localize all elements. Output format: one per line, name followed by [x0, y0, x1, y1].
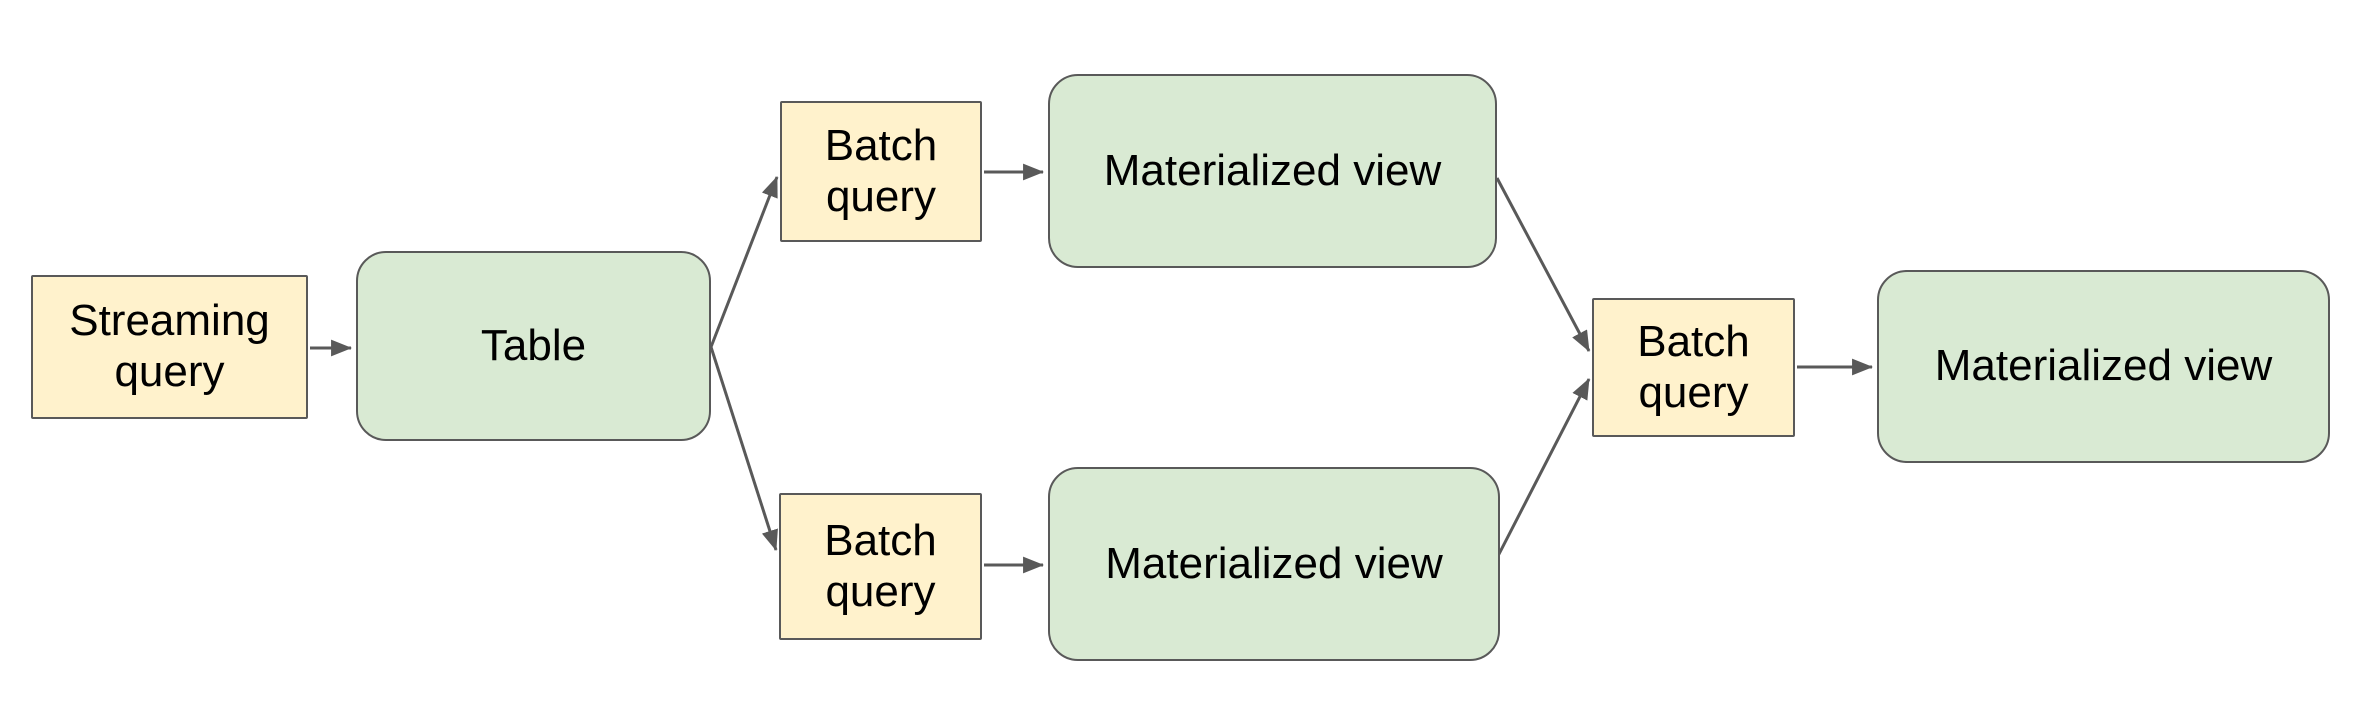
node-materialized-view-final: Materialized view [1877, 270, 2330, 463]
edge-table-to-batch-bottom [709, 346, 778, 551]
node-label: Table [480, 320, 587, 370]
node-batch-query-top: Batch query [780, 101, 982, 242]
node-label: Batch query [824, 120, 938, 221]
node-label: Materialized view [1105, 538, 1443, 588]
node-label: Materialized view [1934, 341, 2273, 391]
edge-mv-top-to-batch-final [1495, 177, 1591, 352]
node-batch-query-bottom: Batch query [779, 493, 982, 640]
node-materialized-view-bottom: Materialized view [1048, 467, 1500, 661]
edge-table-to-batch-top [709, 176, 779, 348]
node-materialized-view-top: Materialized view [1048, 74, 1497, 268]
node-streaming-query: Streaming query [31, 275, 308, 419]
node-batch-query-final: Batch query [1592, 298, 1795, 437]
node-label: Materialized view [1103, 145, 1442, 195]
node-label: Streaming query [69, 296, 270, 396]
node-label: Batch query [824, 515, 937, 616]
edge-mv-bottom-to-batch-final [1496, 378, 1591, 557]
node-label: Batch query [1637, 316, 1750, 417]
node-table: Table [356, 251, 711, 441]
